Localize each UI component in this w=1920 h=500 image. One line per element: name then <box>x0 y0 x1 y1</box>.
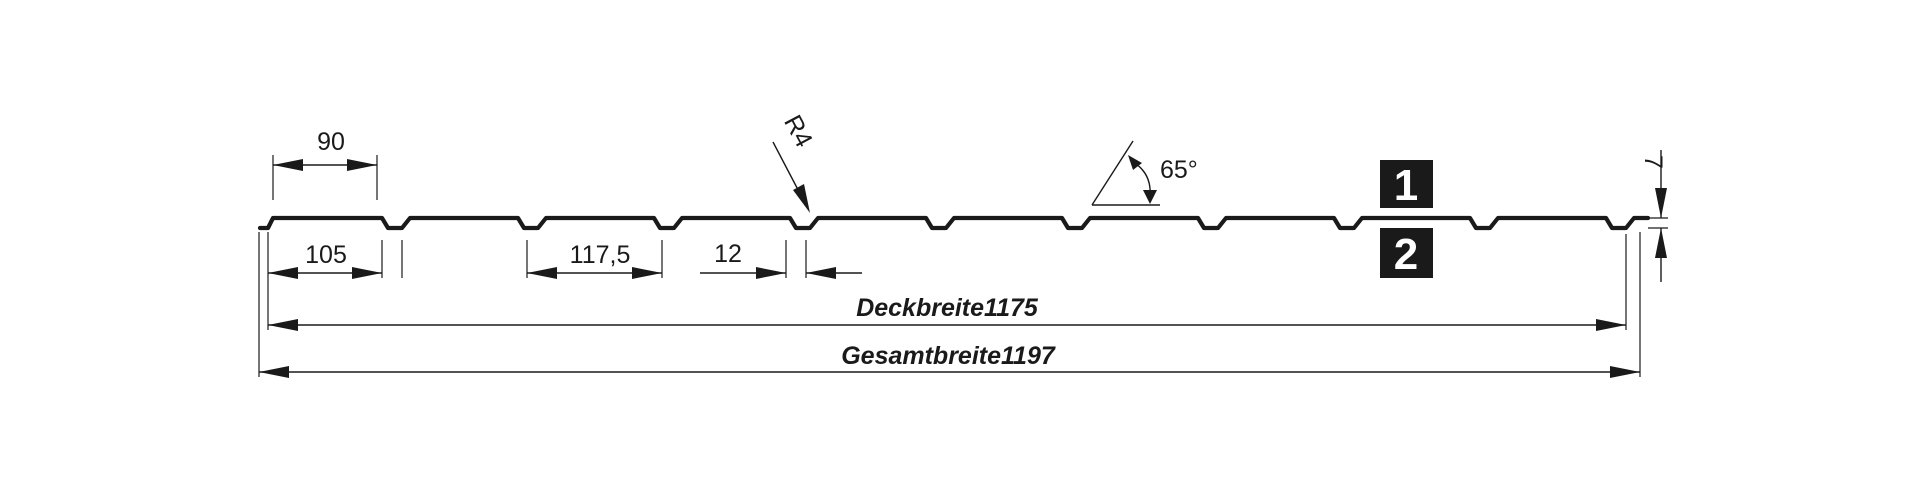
dimension-90-label: 90 <box>317 128 345 156</box>
arrow-left <box>273 159 303 171</box>
angle-callout: 65° <box>1091 140 1198 206</box>
badge-2-label: 2 <box>1394 230 1418 279</box>
radius-label: R4 <box>778 111 818 152</box>
radius-callout: R4 <box>772 111 818 213</box>
arrow-right <box>352 267 382 279</box>
badge-1: 1 <box>1380 160 1433 210</box>
arrow-right <box>1596 319 1626 331</box>
total-width-dimension: Gesamtbreite1197 <box>258 232 1641 378</box>
arrow-right <box>756 267 786 279</box>
cover-width-label: Deckbreite1175 <box>856 294 1039 322</box>
sheet-profile <box>257 215 1651 231</box>
arrow-right <box>1610 366 1640 378</box>
angle-label: 65° <box>1160 156 1198 184</box>
dimension-7-label: 7 <box>1639 155 1667 169</box>
arrow-up <box>1655 228 1667 258</box>
arrow-left <box>527 267 557 279</box>
angle-slope-line <box>1091 140 1134 206</box>
arrow-right <box>632 267 662 279</box>
arrow-right <box>347 159 377 171</box>
dimension-117-5: 117,5 <box>526 240 663 279</box>
arrow-left <box>268 319 298 331</box>
arrow-down <box>1655 188 1667 218</box>
total-width-label: Gesamtbreite1197 <box>841 342 1056 370</box>
dimension-105: 105 <box>267 232 403 330</box>
badge-2-box <box>1380 228 1433 278</box>
badge-1-label: 1 <box>1394 161 1418 210</box>
badge-2: 2 <box>1380 228 1433 279</box>
radius-arrow <box>793 184 810 213</box>
arrow-left <box>806 267 836 279</box>
dimension-12-label: 12 <box>714 240 742 268</box>
angle-arrow-top <box>1128 155 1142 170</box>
dimension-90: 90 <box>272 128 378 200</box>
dimension-117-5-label: 117,5 <box>570 241 631 269</box>
dimension-7: 7 <box>1639 150 1668 282</box>
cover-width-dimension: Deckbreite1175 <box>268 234 1627 331</box>
arrow-left <box>268 267 298 279</box>
dimension-105-label: 105 <box>305 241 347 269</box>
dimension-12: 12 <box>700 240 862 279</box>
arrow-left <box>259 366 289 378</box>
angle-arrow-bottom <box>1143 190 1157 204</box>
badge-1-box <box>1380 160 1433 208</box>
